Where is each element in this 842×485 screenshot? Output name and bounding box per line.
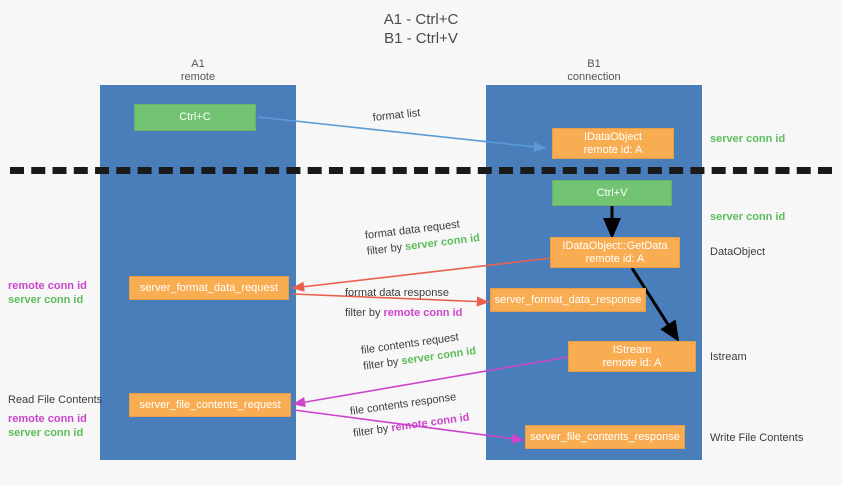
node-getdata-line2: remote id: A bbox=[585, 252, 645, 265]
node-idataobject-line2: remote id: A bbox=[583, 143, 643, 156]
arrow-format-list bbox=[257, 116, 547, 152]
label-write-file-contents: Write File Contents bbox=[710, 432, 804, 444]
node-ctrl-c[interactable]: Ctrl+C bbox=[134, 104, 256, 131]
label-server-conn-id-lower: server conn id bbox=[8, 427, 84, 439]
node-file-req-label: server_file_contents_request bbox=[139, 398, 281, 411]
title-line-1: A1 - Ctrl+C bbox=[383, 11, 459, 28]
arrow-format-data-request bbox=[291, 257, 552, 292]
label-dataobject: DataObject bbox=[710, 246, 766, 258]
title-line-2: B1 - Ctrl+V bbox=[384, 30, 458, 47]
column-b1-name: B1 bbox=[587, 58, 601, 70]
column-a1-sub: remote bbox=[180, 71, 216, 83]
node-format-req-label: server_format_data_request bbox=[139, 281, 279, 294]
node-idataobject-line1: IDataObject bbox=[583, 130, 643, 143]
label-server-conn-id-upper: server conn id bbox=[8, 294, 84, 306]
edge-file-resp-prefix: filter by bbox=[352, 422, 393, 440]
label-server-conn-id-top: server conn id bbox=[710, 133, 786, 145]
node-server-file-contents-response[interactable]: server_file_contents_response bbox=[525, 425, 685, 449]
edge-format-req-prefix: filter by bbox=[366, 241, 406, 258]
label-remote-conn-id-lower: remote conn id bbox=[8, 413, 87, 425]
label-server-conn-id-second: server conn id bbox=[710, 211, 786, 223]
node-file-resp-label: server_file_contents_response bbox=[530, 430, 680, 443]
node-getdata-line1: IDataObject::GetData bbox=[562, 239, 668, 252]
label-read-file-contents: Read File Contents bbox=[8, 394, 103, 406]
diagram-title: A1 - Ctrl+C B1 - Ctrl+V bbox=[0, 10, 842, 48]
node-ctrl-v[interactable]: Ctrl+V bbox=[552, 180, 672, 206]
node-server-format-data-response[interactable]: server_format_data_response bbox=[490, 288, 646, 312]
node-server-file-contents-request[interactable]: server_file_contents_request bbox=[129, 393, 291, 417]
arrow-format-data-response bbox=[292, 293, 490, 307]
edge-format-resp-prefix: filter by bbox=[345, 307, 384, 319]
edge-label-format-data-response: format data response filter by remote co… bbox=[345, 285, 462, 321]
column-header-a1: A1 remote bbox=[100, 58, 296, 84]
edge-format-resp-line2: filter by remote conn id bbox=[345, 305, 462, 321]
node-ctrl-v-label: Ctrl+V bbox=[596, 186, 628, 199]
phase-separator bbox=[10, 167, 832, 174]
column-a1-name: A1 bbox=[191, 58, 205, 70]
edge-format-resp-highlight: remote conn id bbox=[383, 307, 463, 319]
edge-format-list-text: format list bbox=[372, 107, 421, 124]
node-istream-line2: remote id: A bbox=[602, 356, 662, 369]
edge-format-resp-line1: format data response bbox=[345, 287, 449, 299]
node-server-format-data-request[interactable]: server_format_data_request bbox=[129, 276, 289, 300]
node-ctrl-c-label: Ctrl+C bbox=[179, 111, 211, 123]
node-istream-line1: IStream bbox=[612, 343, 652, 356]
node-istream[interactable]: IStream remote id: A bbox=[568, 341, 696, 372]
node-idataobject[interactable]: IDataObject remote id: A bbox=[552, 128, 674, 159]
arrow-file-contents-request bbox=[292, 356, 569, 408]
node-format-resp-label: server_format_data_response bbox=[494, 293, 642, 306]
node-idataobject-getdata[interactable]: IDataObject::GetData remote id: A bbox=[550, 237, 680, 268]
arrow-getdata-to-istream bbox=[630, 267, 680, 343]
arrow-file-contents-response bbox=[293, 409, 525, 444]
label-remote-conn-id-upper: remote conn id bbox=[8, 280, 87, 292]
column-header-b1: B1 connection bbox=[486, 58, 702, 84]
label-istream: Istream bbox=[710, 351, 747, 363]
edge-file-req-prefix: filter by bbox=[362, 355, 403, 373]
column-b1-sub: connection bbox=[567, 71, 621, 83]
